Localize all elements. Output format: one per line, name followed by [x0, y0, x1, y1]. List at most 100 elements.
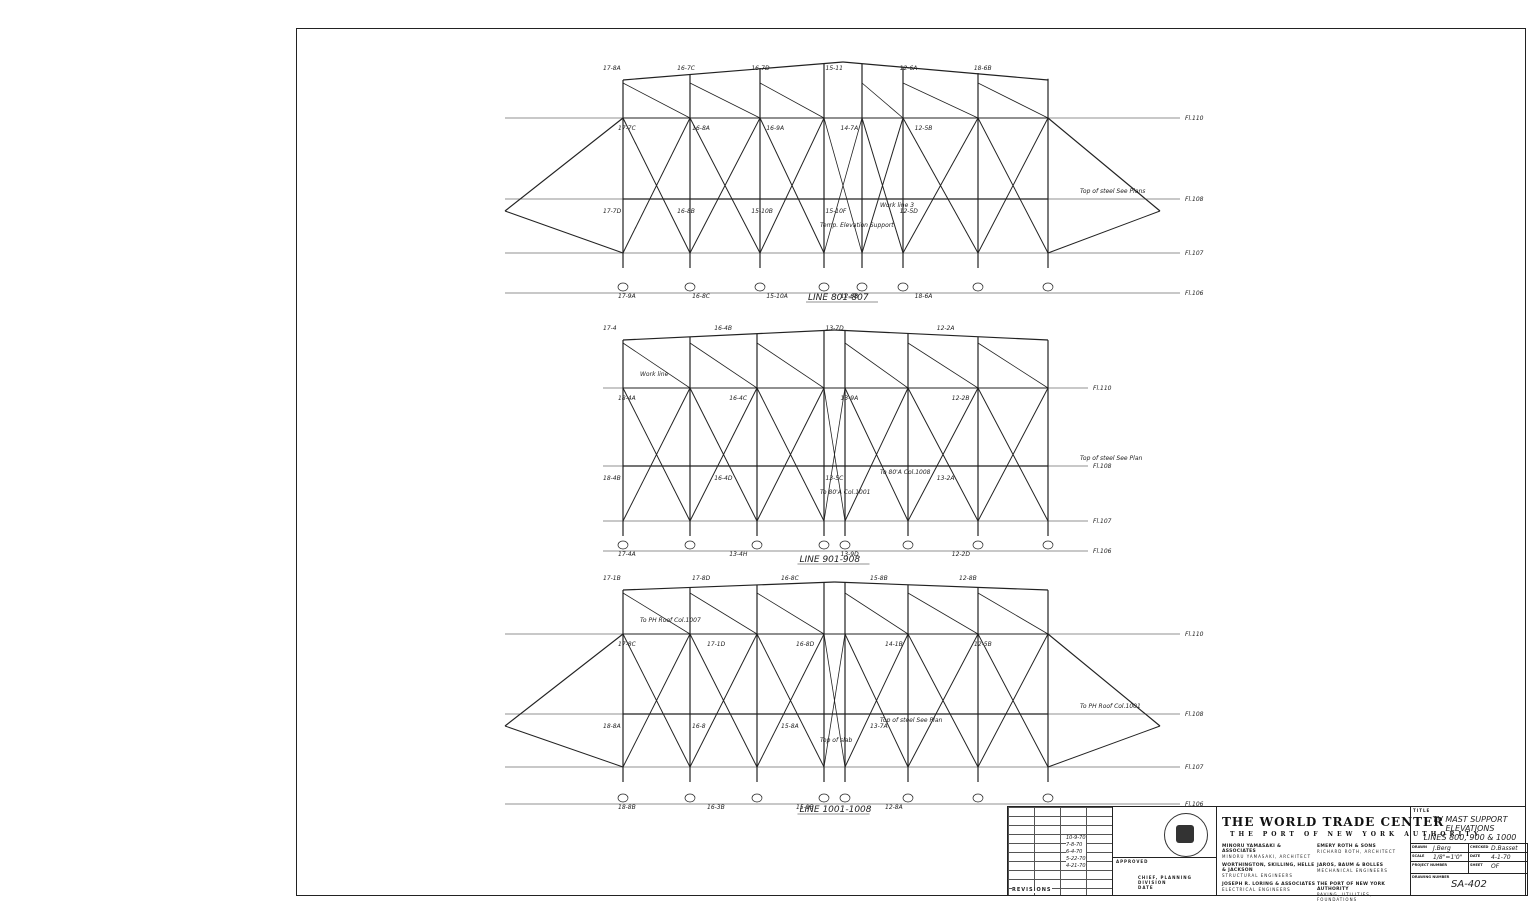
member-mark: 15-1B	[796, 804, 814, 811]
column-bubble	[972, 793, 984, 803]
diagonal-brace	[907, 387, 979, 522]
diagonal-brace	[622, 592, 691, 635]
member-mark: 12-2B	[952, 395, 970, 402]
diagonal-brace	[689, 117, 761, 254]
diagonal-brace	[844, 387, 909, 522]
member-mark: 13-9D	[841, 551, 860, 558]
member-mark: 15-8A	[781, 723, 799, 730]
column-bubble	[972, 540, 984, 550]
diagonal-brace	[756, 387, 825, 522]
diagonal-brace	[622, 387, 691, 522]
member-mark: 17-8C	[618, 641, 637, 648]
level-label: Fl.107	[1093, 518, 1112, 525]
note: Work line 3	[880, 202, 914, 209]
diagonal-brace	[756, 633, 825, 768]
column-bubble	[818, 793, 830, 803]
top-chord	[842, 61, 1049, 81]
level-label: Fl.107	[1185, 250, 1204, 257]
level-label: Fl.110	[1093, 385, 1112, 392]
member-mark: 14-7A	[841, 125, 859, 132]
diagonal-brace	[902, 117, 979, 254]
member-mark: 17-1D	[707, 641, 726, 648]
top-chord	[622, 61, 844, 81]
member-mark: 15-8B	[870, 575, 888, 582]
member-mark: 12-6A	[900, 65, 918, 72]
level-label: Fl.110	[1185, 115, 1204, 122]
date-label: DATE	[1138, 885, 1154, 890]
note: Top of steel See Plan	[880, 717, 942, 724]
member-mark: 16-8B	[677, 208, 695, 215]
member-mark: 12-2D	[952, 551, 971, 558]
column-bubble	[818, 540, 830, 550]
column-bubble	[751, 540, 763, 550]
note: Top of steel See Plan	[1080, 455, 1142, 462]
member-mark: 12-5B	[915, 125, 933, 132]
project-name: THE WORLD TRADE CENTER	[1222, 815, 1445, 829]
outrigger	[504, 725, 624, 768]
note: To PH Roof Col.1007	[640, 617, 701, 624]
diagonal-brace	[823, 117, 863, 254]
member-mark: 17-1B	[603, 575, 621, 582]
diagonal-brace	[844, 633, 909, 768]
member-mark: 16-4B	[714, 325, 732, 332]
member-mark: 16-9A	[766, 125, 784, 132]
member-mark: 17-8D	[692, 575, 711, 582]
diagonal-brace	[977, 387, 1049, 522]
column-bubble	[839, 793, 851, 803]
diagonal-brace	[902, 82, 979, 119]
diagonal-brace	[622, 82, 691, 119]
diagonal-brace	[844, 592, 909, 635]
note: To 80'A Col.1008	[880, 469, 931, 476]
column-bubble	[617, 282, 629, 292]
column-bubble	[1042, 540, 1054, 550]
member-mark: 18-6A	[915, 293, 933, 300]
chief-label: CHIEF, PLANNING DIVISION	[1138, 875, 1192, 885]
member-mark: 13-4H	[729, 551, 748, 558]
outrigger	[504, 117, 624, 212]
column-bubble	[617, 540, 629, 550]
diagonal-brace	[689, 342, 758, 389]
column-bubble	[751, 793, 763, 803]
member-mark: 15-10A	[766, 293, 788, 300]
member-mark: 13-2A	[937, 475, 955, 482]
member-mark: 16-7D	[751, 65, 770, 72]
member-mark: 12-6B	[841, 293, 859, 300]
diagonal-brace	[977, 82, 1049, 119]
diagonal-brace	[907, 633, 979, 768]
outrigger	[1047, 117, 1161, 212]
diagonal-brace	[622, 117, 691, 254]
level-label: Fl.108	[1185, 711, 1204, 718]
diagonal-brace	[759, 117, 825, 254]
column-bubble	[754, 282, 766, 292]
diagonal-brace	[689, 592, 758, 635]
member-mark: 18-4B	[603, 475, 621, 482]
note: Top of steel See Plans	[1080, 188, 1145, 195]
diagonal-brace	[756, 592, 825, 635]
member-mark: 17-7D	[603, 208, 622, 215]
member-mark: 15-10F	[826, 208, 847, 215]
member-mark: 13-5C	[826, 475, 845, 482]
member-mark: 12-2A	[937, 325, 955, 332]
diagonal-brace	[823, 387, 846, 522]
top-chord	[622, 329, 835, 341]
diagonal-brace	[823, 633, 846, 768]
column-bubble	[897, 282, 909, 292]
diagonal-brace	[759, 82, 825, 119]
column-bubble	[972, 282, 984, 292]
diagonal-brace	[907, 342, 979, 389]
elevation-title: LINE 901-908	[800, 555, 861, 565]
top-chord	[834, 581, 1049, 591]
member-mark: 16-8A	[692, 125, 710, 132]
member-mark: 13-9A	[841, 395, 859, 402]
approval-box: APPROVED CHIEF, PLANNING DIVISION DATE	[1112, 807, 1217, 895]
